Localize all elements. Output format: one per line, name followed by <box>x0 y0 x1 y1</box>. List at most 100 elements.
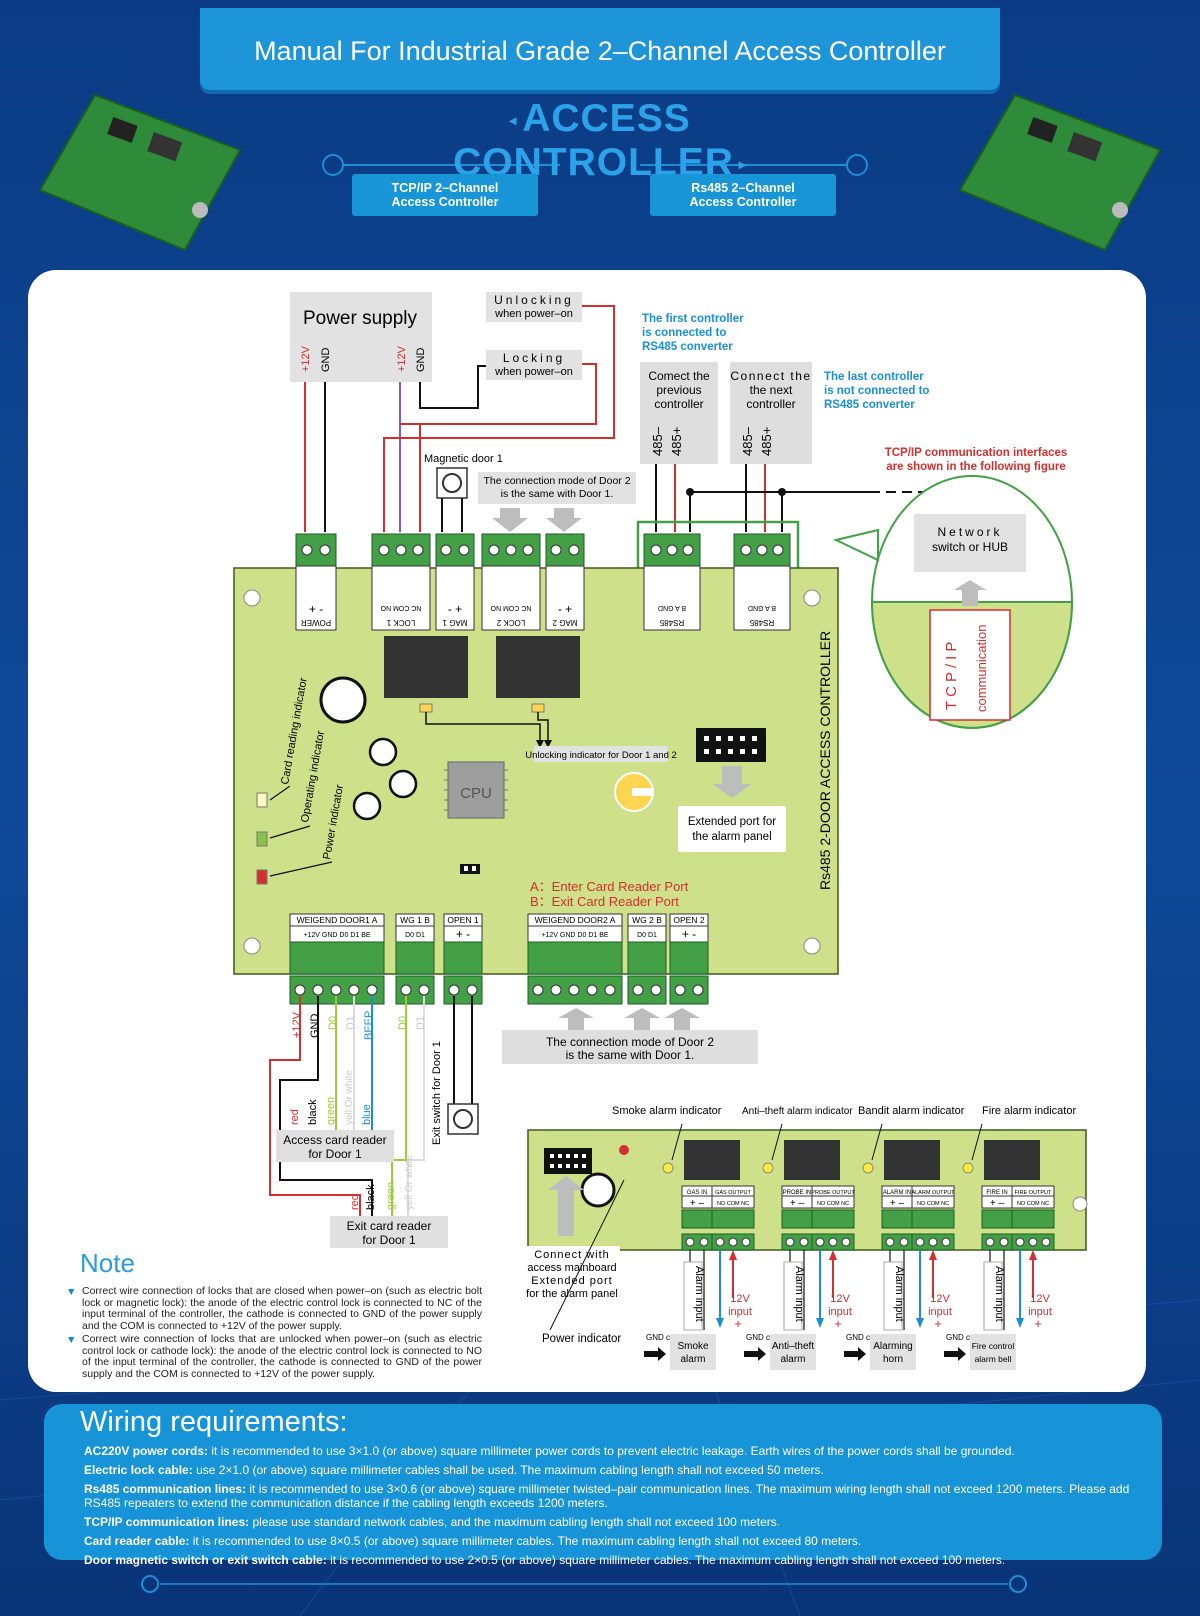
locking-box <box>486 350 582 380</box>
screw <box>828 1237 838 1247</box>
svg-text:previous: previous <box>656 383 701 397</box>
alarm-in-block <box>781 1209 813 1229</box>
alarm-indicator-pointer <box>771 1123 783 1161</box>
screw <box>1041 1237 1051 1247</box>
alarm-out-block <box>711 1209 755 1229</box>
door2-note-top-l2: is the same with Door 1. <box>501 488 614 500</box>
tcp-comm-box <box>929 609 1011 721</box>
screw <box>885 1237 895 1247</box>
svg-text:LOCK 2: LOCK 2 <box>496 618 525 627</box>
tcp-note-l2: are shown in the following figure <box>886 461 1066 473</box>
terminal-rs485-1: B A GND RS485 <box>643 533 701 631</box>
alarm-out-pins-label: NO COM NC <box>817 1201 849 1207</box>
magnetic-door-label: Magnetic door 1 <box>424 453 503 465</box>
relay-2 <box>496 636 580 698</box>
wiring-key-4: TCP/IP communication lines: <box>84 1515 250 1529</box>
svg-text:RS485: RS485 <box>659 618 684 627</box>
screw <box>741 1237 751 1247</box>
svg-text:Connect with: Connect with <box>534 1249 610 1261</box>
alarm-indicator-led <box>962 1162 974 1174</box>
svg-text:+ -: + - <box>682 927 696 941</box>
arrow-up <box>829 1250 837 1260</box>
alarm-device-box <box>770 1334 816 1370</box>
next-controller-box <box>730 362 812 464</box>
prev-controller-box <box>640 362 718 464</box>
note-item-1-text: Correct wire connection of locks that ar… <box>82 1285 482 1332</box>
arrow-down <box>716 1318 724 1328</box>
smoke-ind-label: Smoke alarm indicator <box>612 1105 722 1117</box>
arrow-down <box>916 1318 924 1328</box>
alarm-out-pins <box>911 1195 955 1209</box>
svg-text:NC COM NO: NC COM NO <box>490 604 531 611</box>
unlock-indicator-label: Unlocking indicator for Door 1 and 2 <box>525 750 677 761</box>
color-green: green <box>325 1097 337 1125</box>
alarm-in-label: FIRE IN <box>986 1190 1007 1196</box>
alarm-device-name-l1: Alarming <box>873 1341 912 1352</box>
board-name: Rs485 2-DOOR ACCESS CONTROLLER <box>817 631 833 890</box>
alarm-device-box <box>970 1334 1016 1370</box>
prev-485b: 485+ <box>669 427 684 456</box>
wire-d1-b: D1 <box>415 1016 427 1030</box>
antitheft-ind-label: Anti–theft alarm indicator <box>742 1106 853 1117</box>
note-item-1: ▼Correct wire connection of locks that a… <box>66 1285 482 1332</box>
terminal-open2: OPEN 2 + - <box>669 913 709 1005</box>
alarm-in-pins-label: + – <box>990 1198 1005 1209</box>
svg-text:NC COM NO: NC COM NO <box>380 604 421 611</box>
wiring-item-1: AC220V power cords: it is recommended to… <box>84 1444 1164 1458</box>
ps-12v-2: +12V <box>396 345 408 372</box>
alarm-out-block <box>911 1209 955 1229</box>
svg-text:POWER: POWER <box>301 618 331 627</box>
extended-port <box>696 728 766 762</box>
pcb-image-left <box>38 93 242 252</box>
alarm-out-pins <box>1011 1195 1055 1209</box>
svg-text:LOCK 1: LOCK 1 <box>386 618 415 627</box>
alarm-out-label: ALARM OUTPUT <box>911 1190 955 1196</box>
color-black-2: black <box>365 1184 377 1210</box>
color-blue: blue <box>361 1104 373 1125</box>
wire-12v: +12V <box>291 1011 303 1038</box>
alarm-device-name-l2: alarm <box>680 1354 705 1365</box>
wiring-item-5: Card reader cable: it is recommended to … <box>84 1534 1164 1548</box>
screw <box>685 1237 695 1247</box>
alarm-in-block <box>681 1209 713 1229</box>
screw <box>815 1237 825 1247</box>
screw <box>915 1237 925 1247</box>
svg-text:Extended port for: Extended port for <box>688 816 776 828</box>
alarm-input-box <box>983 1261 1003 1331</box>
svg-text:- +: - + <box>558 602 572 616</box>
v12-label: 12V <box>1030 1293 1050 1305</box>
alarm-input-box <box>883 1261 903 1331</box>
svg-text:Comect the: Comect the <box>648 369 710 383</box>
terminal-open1: OPEN 1 + - <box>443 913 483 1005</box>
terminal-mag2: - + MAG 2 <box>545 533 585 631</box>
alarm-in-pins-label: + – <box>690 1198 705 1209</box>
screw <box>985 1237 995 1247</box>
port-b-label: B：Exit Card Reader Port <box>530 894 679 909</box>
wiring-val-3: it is recommended to use 3×0.6 (or above… <box>84 1482 1130 1510</box>
svg-text:WEIGEND DOOR2 A: WEIGEND DOOR2 A <box>535 915 616 925</box>
arrow-up <box>929 1250 937 1260</box>
alarm-relay <box>684 1140 740 1180</box>
svg-text:controller: controller <box>746 397 795 411</box>
terminal-weigend-door1: WEIGEND DOOR1 A +12V GND D0 D1 BE <box>289 913 385 1005</box>
alarm-indicator-pointer <box>971 1123 983 1161</box>
door2-arrows-top <box>492 508 582 532</box>
next-485a: 485– <box>740 426 755 456</box>
svg-text:Extended port: Extended port <box>531 1275 613 1287</box>
next-485b: 485+ <box>759 427 774 456</box>
alarm-out-pins <box>711 1195 755 1209</box>
wiring-title: Wiring requirements: <box>80 1406 348 1438</box>
svg-text:the next: the next <box>750 383 793 397</box>
svg-text:B A GND: B A GND <box>748 604 776 611</box>
door2-note-bottom-l1: The connection mode of Door 2 <box>546 1035 714 1049</box>
ps-gnd-1: GND <box>320 348 332 373</box>
screw <box>841 1237 851 1247</box>
tcp-comm: communication <box>974 625 989 712</box>
alarm-out-label: FIRE OUTPUT <box>1015 1190 1052 1196</box>
terminal-rs485-2: B A GND RS485 <box>733 533 791 631</box>
alarm-relay <box>984 1140 1040 1180</box>
arrow-down <box>816 1318 824 1328</box>
svg-text:MAG 2: MAG 2 <box>552 618 577 627</box>
wiring-item-4: TCP/IP communication lines: please use s… <box>84 1515 1164 1529</box>
